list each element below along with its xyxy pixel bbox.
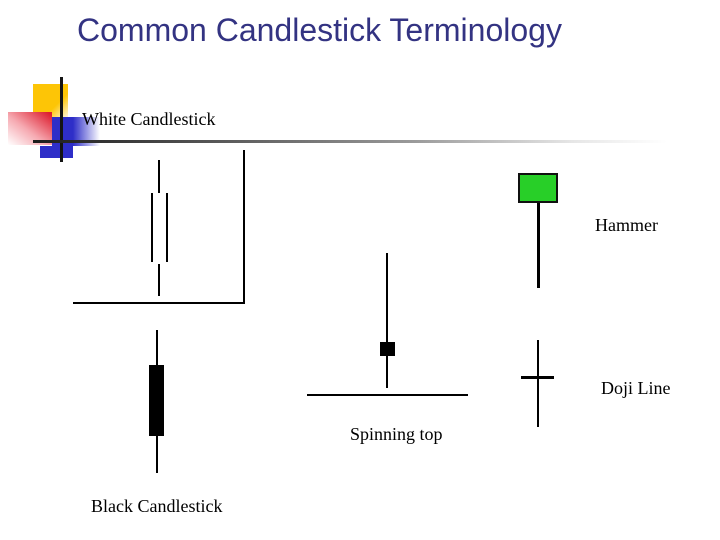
spinning-top-baseline — [307, 394, 468, 396]
slide-title: Common Candlestick Terminology — [77, 12, 562, 48]
white-candlestick-upper-shadow — [158, 160, 160, 193]
hammer-body — [518, 173, 558, 203]
spinning-top-lower-shadow — [386, 356, 388, 388]
white-candlestick-body — [151, 193, 168, 262]
header-divider-line — [33, 140, 667, 143]
white-candlestick-lower-shadow — [158, 264, 160, 296]
black-candlestick-body — [149, 365, 164, 436]
doji-horizontal-line — [521, 376, 554, 379]
black-candlestick-label: Black Candlestick — [91, 496, 223, 516]
white-candlestick-bracket-horizontal — [73, 302, 245, 304]
spinning-top-label: Spinning top — [350, 424, 443, 444]
spinning-top-upper-shadow — [386, 253, 388, 342]
decoration-red-gradient-square — [8, 112, 52, 145]
decoration-blue-tab — [40, 146, 53, 158]
decoration-vertical-line — [60, 77, 63, 162]
black-candlestick-lower-shadow — [156, 436, 158, 473]
white-candlestick-bracket-vertical — [243, 150, 245, 304]
white-candlestick-label: White Candlestick — [82, 109, 216, 129]
black-candlestick-upper-shadow — [156, 330, 158, 365]
hammer-lower-shadow — [537, 203, 540, 288]
doji-line-label: Doji Line — [601, 378, 671, 398]
doji-vertical-line — [537, 340, 539, 427]
hammer-label: Hammer — [595, 215, 658, 235]
spinning-top-body — [380, 342, 395, 356]
